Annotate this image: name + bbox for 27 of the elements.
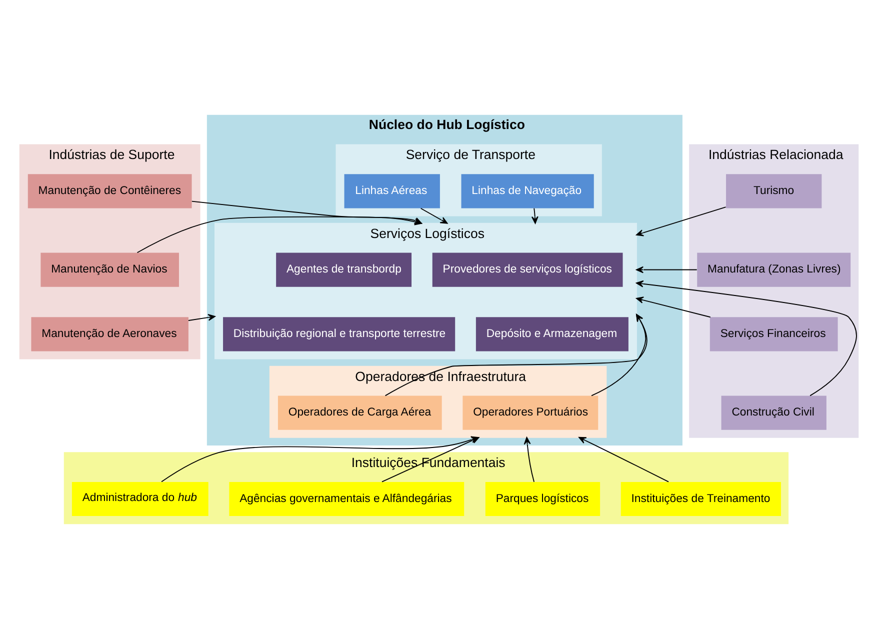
arrow <box>188 314 216 321</box>
arrow <box>578 436 670 482</box>
node-box: Administradora do hub <box>72 482 208 516</box>
node-box: Manutenção de Aeronaves <box>31 317 188 352</box>
node-box: Linhas de Navegação <box>461 174 594 208</box>
arrow <box>420 208 448 224</box>
node-box: Instituições de Treinamento <box>620 482 781 516</box>
node-box: Agências governamentais e Alfândegárias <box>229 482 464 516</box>
arrow <box>531 208 538 224</box>
node-box: Manutenção de Navios <box>40 252 179 287</box>
node-box: Serviços Financeiros <box>710 317 838 352</box>
node-box: Parques logísticos <box>485 482 600 516</box>
node-box: Provedores de serviços logísticos <box>432 252 623 287</box>
node-box: Distribuição regional e transporte terrestre <box>223 317 456 352</box>
node-box: Manufatura (Zonas Livres) <box>697 252 851 287</box>
node-box: Manutenção de Contêineres <box>28 174 192 208</box>
arrow <box>636 266 698 274</box>
node-box: Turismo <box>726 174 822 208</box>
arrow <box>524 436 535 482</box>
node-box: Operadores de Carga Aérea <box>278 396 442 430</box>
node-box: Depósito e Armazenagem <box>476 317 628 352</box>
arrow <box>636 206 726 236</box>
node-box: Agentes de transbordp <box>276 252 412 287</box>
node-box: Linhas Aéreas <box>344 174 440 208</box>
node-box: Construção Civil <box>721 396 826 430</box>
node-box: Operadores Portuários <box>462 396 598 430</box>
arrow <box>636 296 711 318</box>
